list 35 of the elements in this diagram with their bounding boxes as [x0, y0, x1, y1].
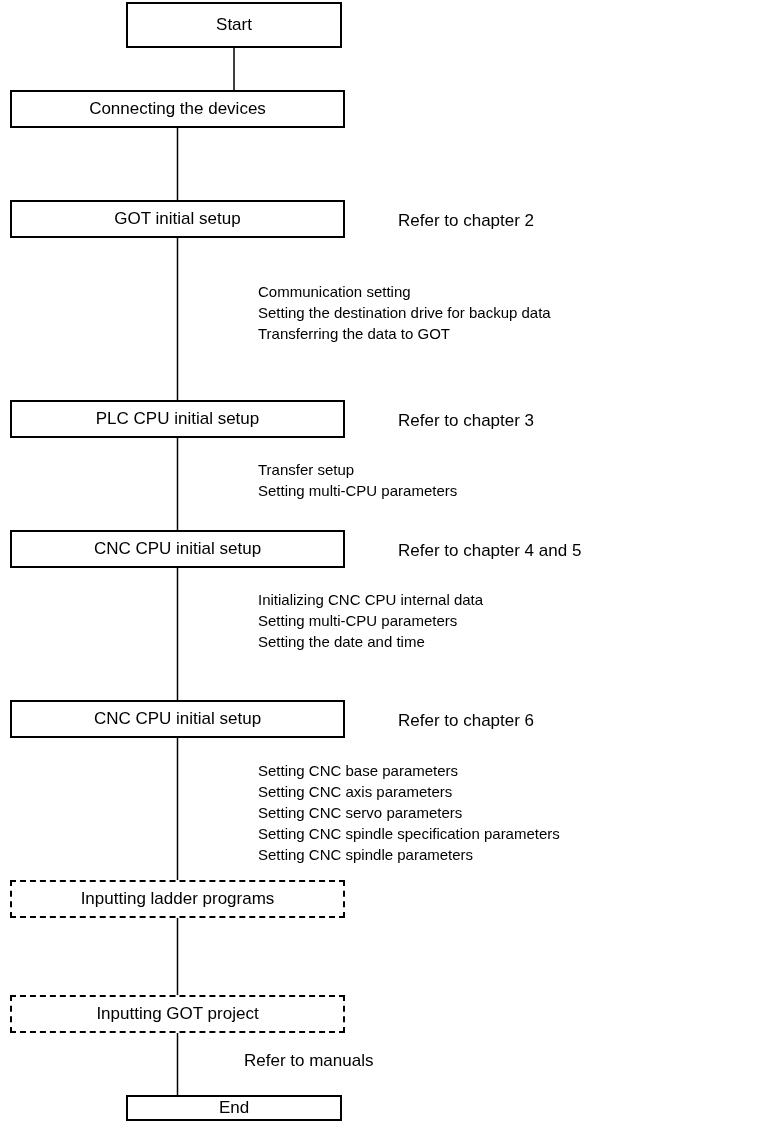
chapter-reference: Refer to chapter 4 and 5 [398, 540, 582, 562]
connector-line [176, 237, 179, 401]
connector-line [176, 567, 179, 701]
chapter-reference: Refer to chapter 3 [398, 410, 535, 432]
optional-step-box: Inputting GOT project [10, 995, 345, 1033]
step-note: Setting the destination drive for backup data [258, 304, 551, 323]
step-note: Setting CNC spindle parameters [258, 846, 474, 865]
connector-line [176, 437, 179, 531]
step-note: Setting CNC spindle specification parameters [258, 825, 560, 844]
step-note: Setting the date and time [258, 633, 425, 652]
chapter-reference: Refer to chapter 2 [398, 210, 535, 232]
connector-line [176, 127, 179, 201]
process-box: End [126, 1095, 342, 1121]
connector-line [176, 737, 179, 881]
process-box: CNC CPU initial setup [10, 530, 345, 568]
step-note: Communication setting [258, 283, 411, 302]
step-note: Setting CNC axis parameters [258, 783, 453, 802]
step-note: Setting multi-CPU parameters [258, 612, 458, 631]
process-box: CNC CPU initial setup [10, 700, 345, 738]
step-note: Setting multi-CPU parameters [258, 482, 458, 501]
process-box: PLC CPU initial setup [10, 400, 345, 438]
step-note: Setting CNC base parameters [258, 762, 459, 781]
step-note: Refer to manuals [244, 1050, 374, 1072]
process-box: Connecting the devices [10, 90, 345, 128]
step-note: Initializing CNC CPU internal data [258, 591, 484, 610]
connector-line [233, 47, 235, 91]
optional-step-box: Inputting ladder programs [10, 880, 345, 918]
process-box: Start [126, 2, 342, 48]
step-note: Setting CNC servo parameters [258, 804, 463, 823]
connector-line [176, 917, 179, 996]
step-note: Transferring the data to GOT [258, 325, 451, 344]
chapter-reference: Refer to chapter 6 [398, 710, 535, 732]
connector-line [176, 1032, 179, 1096]
process-box: GOT initial setup [10, 200, 345, 238]
step-note: Transfer setup [258, 461, 355, 480]
